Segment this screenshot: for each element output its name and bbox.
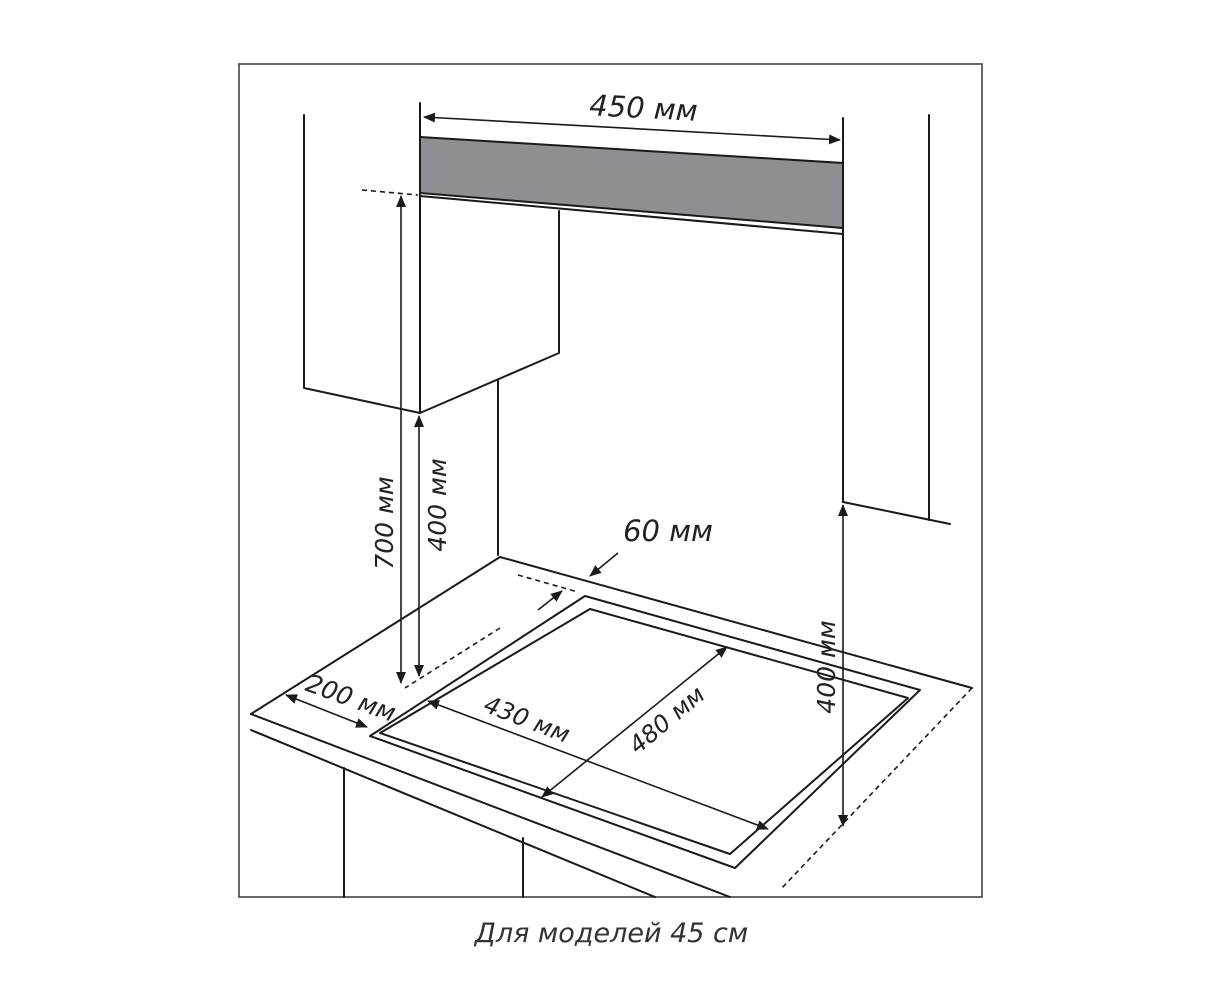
cooker-hood xyxy=(419,102,844,503)
label-430: 430 мм xyxy=(480,690,574,748)
diagram-caption: Для моделей 45 см xyxy=(474,918,749,949)
right-wall-cabinet xyxy=(842,114,951,525)
dim-60-arrow-top xyxy=(589,552,619,577)
dim-430-arrow xyxy=(427,700,769,830)
label-60: 60 мм xyxy=(623,514,713,548)
left-wall-cabinet xyxy=(303,114,560,556)
label-450: 450 мм xyxy=(589,88,699,128)
label-200: 200 мм xyxy=(302,668,400,727)
label-700: 700 мм xyxy=(370,476,399,569)
dim-450-arrow xyxy=(423,112,841,145)
dim-60-arrow-bottom xyxy=(537,590,563,611)
dim-200-arrow xyxy=(285,694,368,728)
dim-480-arrow xyxy=(541,646,728,798)
diagram-frame xyxy=(238,63,983,898)
countertop xyxy=(250,556,973,898)
label-400-right: 400 мм xyxy=(812,620,841,713)
label-400-left: 400 мм xyxy=(423,458,452,551)
dim-700-dashed-ref xyxy=(361,189,419,196)
